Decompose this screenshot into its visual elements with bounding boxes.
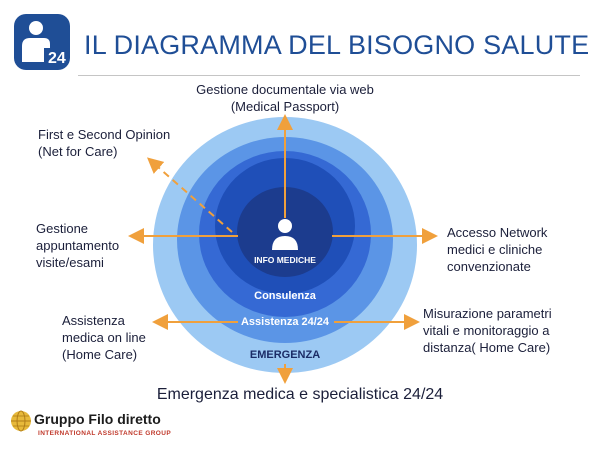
- center-label: INFO MEDICHE: [254, 255, 316, 265]
- label-home-care-line2: medica on line: [62, 330, 146, 345]
- ring-label-assistenza: Assistenza 24/24: [240, 316, 330, 328]
- label-emergency: Emergenza medica e specialistica 24/24: [156, 386, 444, 403]
- label-opinion-line2: (Net for Care): [38, 144, 118, 159]
- label-opinion: First e Second Opinion (Net for Care): [38, 126, 170, 160]
- globe-logo-icon: [11, 410, 31, 432]
- label-monitoring-line2: vitali e monitoraggio a: [423, 323, 550, 338]
- logo-text: 24: [48, 50, 66, 67]
- label-monitoring: Misurazione parametri vitali e monitorag…: [423, 305, 552, 356]
- ring-label-consulenza: Consulenza: [254, 290, 316, 302]
- page-title: IL DIAGRAMMA DEL BISOGNO SALUTE: [84, 30, 590, 60]
- title-divider: [78, 75, 580, 76]
- label-appointments-line3: visite/esami: [36, 255, 104, 270]
- arrow-dashed-opinion: [146, 157, 233, 233]
- label-network: Accesso Network medici e cliniche conven…: [447, 224, 547, 275]
- label-home-care-line3: (Home Care): [62, 347, 138, 362]
- label-network-line3: convenzionate: [447, 259, 531, 274]
- label-appointments: Gestione appuntamento visite/esami: [36, 220, 119, 271]
- brand-subtitle: INTERNATIONAL ASSISTANCE GROUP: [38, 430, 172, 437]
- label-network-line2: medici e cliniche: [447, 242, 543, 257]
- user-icon: [272, 219, 298, 250]
- label-opinion-line1: First e Second Opinion: [38, 127, 171, 142]
- label-document-management: Gestione documentale via web (Medical Pa…: [160, 81, 410, 115]
- ring-label-emergenza: EMERGENZA: [249, 349, 321, 361]
- label-monitoring-line1: Misurazione parametri: [423, 306, 552, 321]
- label-monitoring-line3: distanza( Home Care): [423, 340, 551, 355]
- label-appointments-line1: Gestione: [36, 221, 89, 236]
- label-document-management-line2: (Medical Passport): [230, 99, 340, 114]
- brand-name: Gruppo Filo diretto: [34, 411, 161, 427]
- label-home-care-line1: Assistenza: [62, 313, 125, 328]
- person-24-icon: 24: [14, 14, 70, 70]
- label-document-management-line1: Gestione documentale via web: [196, 82, 374, 97]
- label-appointments-line2: appuntamento: [36, 238, 120, 253]
- label-network-line1: Accesso Network: [447, 225, 548, 240]
- label-home-care: Assistenza medica on line (Home Care): [62, 312, 146, 363]
